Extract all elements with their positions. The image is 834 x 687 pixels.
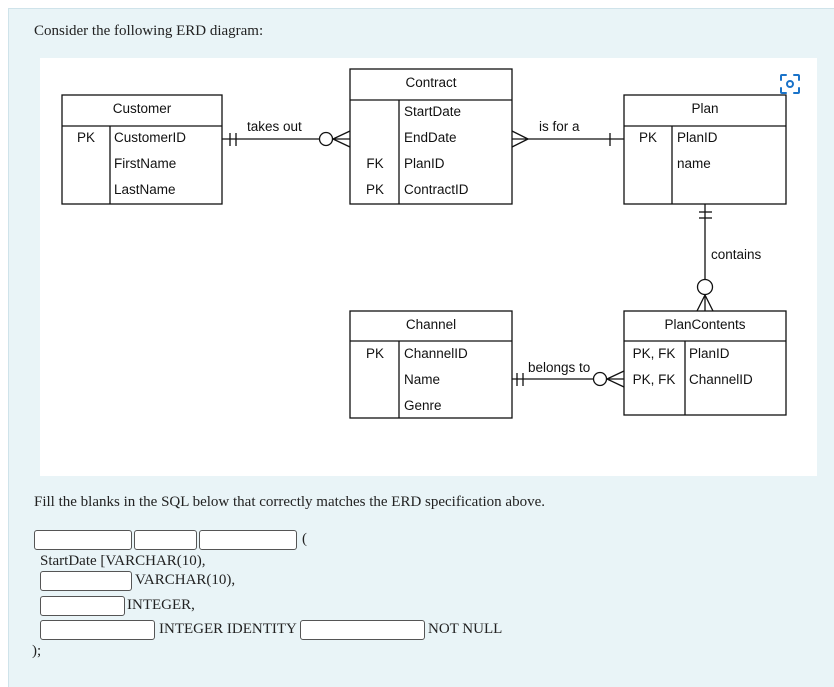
close-statement: ); [32,643,42,659]
is-for-a-label: is for a [539,119,580,134]
customer-field-3: LastName [114,182,176,197]
customer-field-1: CustomerID [114,130,186,145]
sql-line-4-end: NOT NULL [428,621,503,637]
plan-key-1: PK [639,130,657,145]
blank-column-3[interactable] [40,596,125,616]
plan-field-1: PlanID [677,130,718,145]
blank-constraint[interactable] [300,620,425,640]
contract-title: Contract [405,75,456,90]
contract-field-3: PlanID [404,156,445,171]
plancontents-key-1: PK, FK [633,346,676,361]
instruction: Fill the blanks in the SQL below that co… [34,494,545,510]
blank-create[interactable] [34,530,132,550]
contract-field-2: EndDate [404,130,457,145]
erd-svg: Customer PK CustomerID FirstName LastNam… [61,68,787,419]
plan-title: Plan [691,101,718,116]
scan-icon[interactable] [779,73,801,95]
channel-field-3: Genre [404,398,442,413]
plancontents-title: PlanContents [664,317,745,332]
open-paren: ( [302,531,307,547]
contract-field-1: StartDate [404,104,461,119]
plan-field-2: name [677,156,711,171]
contract-key-4: PK [366,182,384,197]
contract-field-4: ContractID [404,182,469,197]
contract-entity [349,68,513,205]
channel-title: Channel [406,317,456,332]
blank-column-2[interactable] [40,571,132,591]
customer-field-2: FirstName [114,156,176,171]
belongs-to-label: belongs to [528,360,590,375]
customer-entity [61,94,223,205]
question-prompt: Consider the following ERD diagram: [34,23,264,39]
plancontents-field-2: ChannelID [689,372,753,387]
plancontents-field-1: PlanID [689,346,730,361]
blank-table-name[interactable] [199,530,297,550]
takes-out-label: takes out [247,119,302,134]
blank-column-4[interactable] [40,620,155,640]
plancontents-key-2: PK, FK [633,372,676,387]
contract-key-3: FK [366,156,383,171]
channel-field-2: Name [404,372,440,387]
sql-line-3-type: INTEGER, [127,597,195,613]
contains-label: contains [711,247,762,262]
blank-table[interactable] [134,530,197,550]
channel-field-1: ChannelID [404,346,468,361]
sql-line-2-type: VARCHAR(10), [135,572,236,588]
erd-diagram: Customer PK CustomerID FirstName LastNam… [40,58,817,476]
channel-key-1: PK [366,346,384,361]
sql-line-4-type: INTEGER IDENTITY [159,621,297,637]
channel-entity [349,310,513,419]
sql-line-startdate: StartDate [VARCHAR(10), [40,553,206,569]
customer-key-1: PK [77,130,95,145]
customer-title: Customer [113,101,172,116]
